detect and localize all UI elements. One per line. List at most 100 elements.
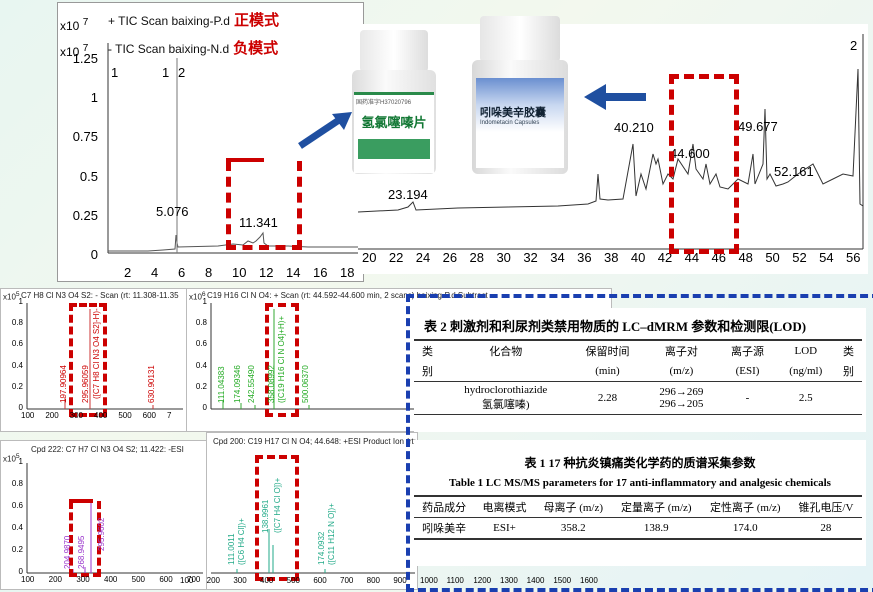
tic-right-plot: [358, 34, 864, 250]
spectrum-y-tick: 0: [18, 403, 23, 412]
spectrum-panel-3: Cpd 222: C7 H7 Cl N3 O4 S2; 11.422: -ESI…: [0, 440, 207, 590]
spectrum-y-tick: 0: [18, 567, 23, 576]
spectrum-x-tick: 600: [142, 411, 157, 420]
spectrum-1-title: C7 H8 Cl N3 O4 S2: - Scan (rt: 11.308-11…: [21, 291, 179, 300]
spec4-label-3: 138.9961: [261, 499, 270, 533]
spec3-label-3: 295.9602: [97, 517, 106, 551]
marker-2: 2: [178, 65, 186, 80]
bottom-axis-tick: 600: [313, 576, 327, 585]
spectrum-panel-4: Cpd 200: C19 H17 Cl N O4; 44.648: +ESI P…: [206, 432, 418, 590]
y-exponent: x10 7: [60, 43, 89, 59]
spec4-label-1: 111.0011: [227, 533, 236, 565]
tic-y-tick: 0.75: [72, 129, 98, 145]
tic-x-tick: 22: [388, 250, 404, 265]
table2-panel: 表 2 刺激剂和利尿剂类禁用物质的 LC–dMRM 参数和检测限(LOD) 类化…: [414, 308, 866, 432]
spectrum-x-tick: 400: [94, 411, 108, 420]
y-exponent-top: x10 7: [60, 17, 89, 33]
peak-40210: 40.210: [614, 120, 654, 135]
tic-x-tick: 56: [846, 250, 861, 265]
arrow-up-right-icon: [298, 112, 352, 149]
bottom-axis-tick: 100: [180, 576, 194, 585]
spectrum-y-tick: 0.2: [195, 381, 207, 391]
spectrum-x-tick: 300: [76, 575, 90, 584]
bottom-axis-tick: 300: [233, 576, 247, 585]
tic-y-tick: 1.25: [72, 51, 98, 66]
lod-value: 2.5: [798, 392, 813, 404]
spec4-label-2: ([C6 H4 Cl])+: [237, 518, 246, 565]
spec2-label-2: 174.09346: [233, 365, 242, 403]
spec4-label-4: ([C7 H4 Cl O])+: [273, 477, 282, 533]
bottom-axis-tick: 1100: [446, 576, 464, 585]
spec2-label-1: 111.04383: [217, 366, 226, 403]
tic-x-tick: 26: [442, 250, 458, 265]
bottle-label: 国药准字H37020796 氢氯噻嗪片: [354, 92, 434, 173]
spec1-label-1: 197.90964: [59, 365, 68, 403]
bottle-label-2-text: 吲哚美辛胶囊: [480, 107, 546, 119]
table1-title-cn: 表 1 17 种抗炎镇痛类化学药的质谱采集参数: [524, 456, 756, 470]
spectrum-3-title: Cpd 222: C7 H7 Cl N3 O4 S2; 11.422: -ESI: [31, 445, 184, 454]
spectrum-x-tick: 7: [167, 411, 172, 420]
bottom-axis-tick: 1600: [580, 576, 598, 585]
tic-x-tick: 18: [340, 265, 355, 280]
tic-y-tick: 1: [90, 90, 98, 106]
spectrum-y-tick: 0.4: [11, 523, 23, 532]
spectrum-y-tick: 0: [202, 403, 207, 412]
tic-x-tick: 16: [313, 265, 328, 280]
retention-time: 2.28: [597, 392, 618, 404]
spec1-label-3: ([C7 H8 Cl N3 O4 S2]-H)-: [92, 308, 101, 399]
spectrum-4-title: Cpd 200: C19 H17 Cl N O4; 44.648: +ESI P…: [213, 437, 417, 446]
tic-x-tick: 30: [496, 250, 511, 265]
tic-left-plot: [107, 43, 358, 254]
tic-x-tick: 6: [178, 265, 186, 280]
spectrum-x-tick: 500: [131, 575, 146, 584]
peak-49677: 49.677: [738, 119, 778, 134]
spec4-label-6: ([C11 H12 N O])+: [327, 503, 336, 565]
table1-panel: 表 1 17 种抗炎镇痛类化学药的质谱采集参数 Table 1 LC MS/MS…: [414, 440, 866, 566]
tic-y-tick: 0.5: [79, 168, 98, 184]
tic-x-tick: 28: [469, 250, 485, 265]
table1-title-en: Table 1 LC MS/MS parameters for 17 anti-…: [449, 477, 831, 489]
table2-header-row2: 别(min)(m/z)(ESI)(ng/ml)别: [414, 361, 862, 382]
spectrum-4-plot: [211, 529, 415, 574]
peak-5076: 5.076: [156, 204, 189, 219]
table1: 药品成分电离模式母离子 (m/z)定量离子 (m/z)定性离子 (m/z)锥孔电…: [414, 495, 862, 540]
highlight-box-spec3: [69, 501, 101, 577]
legend-positive-text: + TIC Scan baixing-P.d: [108, 14, 230, 28]
arrow-left-icon: [584, 84, 646, 110]
tic-x-tick: 50: [765, 250, 780, 265]
bottom-axis-tick: 200: [206, 576, 221, 585]
spectrum-2-title: C19 H16 Cl N O4: + Scan (rt: 44.592-44.6…: [207, 291, 488, 300]
spectrum-3-exp: x105: [3, 453, 20, 464]
indometacin-bottle: 吲哚美辛胶囊 Indometacin Capsules: [470, 16, 570, 176]
tic-x-tick: 42: [657, 250, 673, 265]
tic-x-tick: 8: [205, 265, 213, 280]
spec1-label-2: 295.96059: [81, 365, 90, 403]
bottom-axis-tick: 700: [340, 576, 354, 585]
table1-header: 药品成分电离模式母离子 (m/z)定量离子 (m/z)定性离子 (m/z)锥孔电…: [414, 496, 862, 518]
spectrum-x-tick: 200: [45, 411, 59, 420]
highlight-box-left-top: [226, 158, 264, 162]
tic-x-tick: 32: [523, 250, 538, 265]
highlight-box-spec4: [255, 455, 299, 581]
bottom-axis-tick: 1400: [526, 576, 545, 585]
bottom-axis-tick: 1200: [473, 576, 492, 585]
tic-x-tick: 4: [151, 265, 159, 280]
bottom-axis-tick: 1300: [500, 576, 518, 585]
compound-cn: 氢氯噻嗪): [481, 399, 530, 411]
tic-x-tick: 20: [362, 250, 377, 265]
spec3-label-1: 204.9870: [63, 535, 72, 569]
spectrum-3-plot: [26, 463, 203, 574]
compound-en: hydroclorothiazide: [464, 384, 548, 396]
legend-positive-cn: 正模式: [233, 12, 279, 29]
marker-1b: 1: [162, 65, 170, 80]
